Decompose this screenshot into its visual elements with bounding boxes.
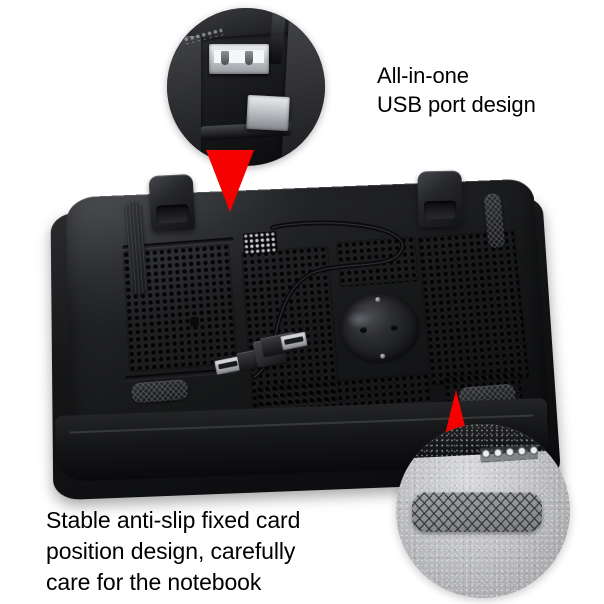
fan-hub (338, 291, 422, 365)
fan-hub-screw (374, 296, 381, 303)
zoom-housing-left (167, 36, 201, 166)
laptop-retaining-hook-right (417, 170, 463, 228)
callout-circle-anti-slip-pad (396, 424, 570, 598)
anti-slip-grip-pad-left (130, 379, 189, 404)
laptop-retaining-hook-left (148, 173, 196, 233)
fan-hub-boss (359, 326, 367, 334)
caption-anti-slip-design: Stable anti-slip fixed card position des… (46, 507, 301, 595)
callout-circle-usb-port (167, 8, 325, 166)
usb-socket-pin (245, 51, 253, 65)
usb-socket-pin (221, 51, 229, 65)
usb-port-cluster (242, 231, 278, 255)
usb-socket-secondary (246, 94, 290, 132)
vent-grille-right (417, 229, 530, 386)
deck-socket-detail (189, 315, 200, 327)
vent-grille-upper (335, 236, 420, 288)
zoom-housing-right (281, 16, 325, 166)
usb-socket-primary (209, 44, 269, 74)
pointer-arrow-usb (206, 150, 254, 212)
fan-hub-boss (390, 324, 398, 331)
fan-hub-smudge (345, 309, 373, 330)
caption-usb-port-design: All-in-one USB port design (377, 63, 536, 118)
anti-slip-pad-magnified (412, 492, 542, 532)
fan-hub-screw (379, 353, 385, 359)
